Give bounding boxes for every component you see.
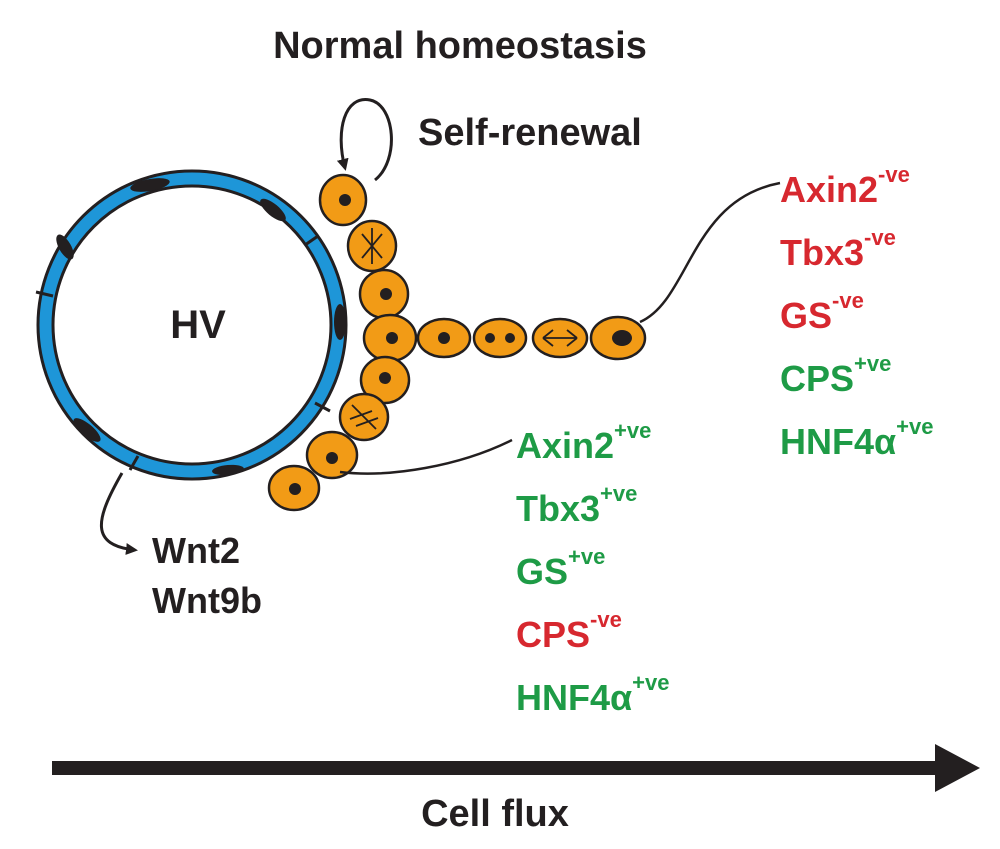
hv-label: HV (170, 303, 226, 347)
hepatocyte (359, 355, 411, 405)
wall-junction (35, 290, 54, 298)
cell-flux-label: Cell flux (421, 793, 569, 835)
hepatocyte (267, 464, 321, 512)
marker-hnf4-pos: HNF4α+ve (780, 414, 933, 462)
wall-junction (304, 234, 319, 247)
marker-sign: +ve (854, 351, 891, 376)
marker-axin2-pos: Axin2+ve (516, 418, 651, 466)
marker-sign: +ve (568, 544, 605, 569)
pericentral-leader-line (339, 438, 513, 475)
marker-name: Axin2 (780, 169, 878, 210)
marker-cps-neg: CPS-ve (516, 607, 622, 655)
marker-name: GS (780, 295, 832, 336)
hepatocyte (362, 313, 418, 363)
marker-name: CPS (780, 358, 854, 399)
wnt-secretion-arrow (100, 472, 138, 555)
dividing-hepatocyte (531, 317, 589, 359)
wnt9b-label: Wnt9b (152, 580, 262, 621)
cell-flux-arrowhead (935, 744, 980, 792)
endothelial-nucleus (334, 304, 346, 340)
marker-tbx3-pos: Tbx3+ve (516, 481, 637, 529)
self-renewal-arrow (336, 98, 393, 182)
marker-sign: +ve (600, 481, 637, 506)
marker-sign: -ve (832, 288, 864, 313)
marker-hnf4-pos: HNF4α+ve (516, 670, 669, 718)
marker-name: HNF4α (516, 677, 632, 718)
marker-sign: -ve (864, 225, 896, 250)
endothelial-nucleus (260, 198, 286, 222)
marker-cps-pos: CPS+ve (780, 351, 891, 399)
endothelial-nucleus (212, 464, 244, 476)
hepatocyte (416, 317, 472, 359)
dividing-hepatocyte (346, 219, 398, 273)
distal-leader-line (639, 181, 781, 324)
marker-name: Tbx3 (516, 488, 600, 529)
hepatic-vein (35, 169, 348, 481)
marker-sign: -ve (590, 607, 622, 632)
dividing-hepatocyte (338, 392, 390, 442)
marker-sign: +ve (896, 414, 933, 439)
diagram-title: Normal homeostasis (273, 25, 647, 67)
vessel-lumen (51, 184, 333, 466)
marker-gs-pos: GS+ve (516, 544, 605, 592)
marker-name: GS (516, 551, 568, 592)
marker-gs-neg: GS-ve (780, 288, 864, 336)
wnt2-label: Wnt2 (152, 530, 240, 571)
hepatocyte (318, 173, 368, 227)
endothelial-nucleus (73, 418, 101, 442)
marker-sign: +ve (614, 418, 651, 443)
hepatocyte-cells (267, 173, 647, 512)
hepatocyte (358, 268, 410, 320)
marker-sign: +ve (632, 670, 669, 695)
marker-name: Tbx3 (780, 232, 864, 273)
hepatocyte (589, 315, 647, 361)
marker-name: Axin2 (516, 425, 614, 466)
hepatocyte (305, 430, 359, 480)
marker-tbx3-neg: Tbx3-ve (780, 225, 896, 273)
endothelial-nucleus (56, 234, 74, 260)
self-renewal-label: Self-renewal (418, 112, 642, 154)
wall-junction (128, 455, 140, 471)
wall-junction (314, 401, 331, 413)
marker-name: CPS (516, 614, 590, 655)
marker-axin2-neg: Axin2-ve (780, 162, 910, 210)
binucleate-hepatocyte (472, 317, 528, 359)
marker-name: HNF4α (780, 421, 896, 462)
endothelial-nucleus (130, 178, 170, 192)
marker-sign: -ve (878, 162, 910, 187)
